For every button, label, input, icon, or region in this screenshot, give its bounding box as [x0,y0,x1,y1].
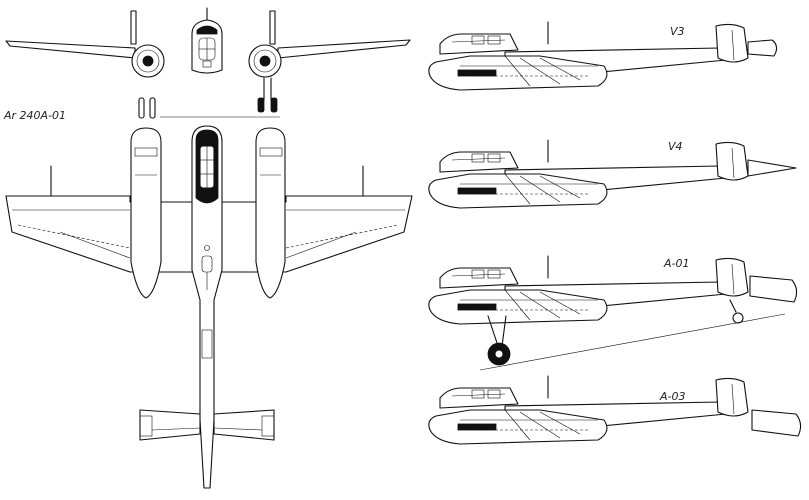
side-profile-a03 [428,375,802,445]
side-profile-v3 [428,21,778,91]
front-view [5,7,411,113]
plan-view-label: Ar 240A-01 [3,109,66,122]
profile-label-v3: V3 [670,25,685,38]
profile-label-a01: A-01 [663,257,690,270]
side-profile-v4 [428,139,797,209]
tailwheel-detail [138,97,156,119]
plan-view [5,125,413,489]
side-profile-a01 [428,255,798,371]
profile-label-v4: V4 [668,140,683,153]
profile-label-a03: A-03 [659,390,686,403]
